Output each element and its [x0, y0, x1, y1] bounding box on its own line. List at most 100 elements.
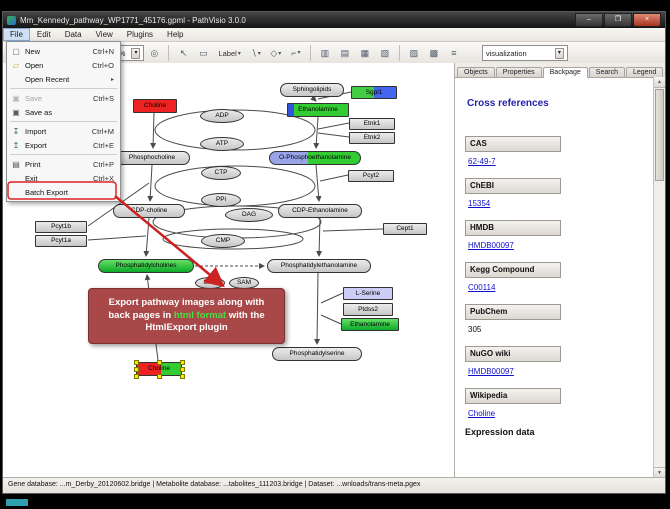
pathway-node-dag[interactable]: DAG — [225, 208, 273, 222]
menu-data[interactable]: Data — [64, 30, 82, 39]
selection-handle[interactable] — [134, 360, 139, 365]
chevron-down-icon: ▾ — [297, 50, 301, 57]
selection-handle[interactable] — [180, 367, 185, 372]
common-width-button[interactable]: ▨ — [405, 44, 423, 62]
minimize-button[interactable]: – — [575, 13, 603, 27]
pathway-node-choline[interactable]: Choline — [133, 99, 177, 113]
close-button[interactable]: × — [633, 13, 661, 27]
tab-search[interactable]: Search — [588, 67, 625, 77]
pathway-node-phosphatidylcholines[interactable]: Phosphatidylcholines — [98, 259, 194, 273]
pathway-node-choline[interactable]: Choline — [134, 360, 185, 379]
menu-edit[interactable]: Edit — [36, 30, 51, 39]
menu-item-label: Open — [25, 60, 44, 70]
selection-handle[interactable] — [134, 367, 139, 372]
xref-link-15354[interactable]: 15354 — [468, 199, 491, 208]
pathway-node-ptdss2[interactable]: Ptdss2 — [343, 303, 393, 316]
menu-item-batch-export[interactable]: Batch Export — [7, 185, 120, 199]
align-top-button[interactable]: ▧ — [376, 44, 394, 62]
visualization-select[interactable]: visualization ▾ — [481, 45, 568, 61]
menu-help[interactable]: Help — [167, 30, 184, 39]
pathway-node-ctp[interactable]: CTP — [201, 166, 241, 180]
label-tool[interactable]: Label▾ — [214, 44, 244, 62]
selection-handle[interactable] — [180, 360, 185, 365]
pathway-node-etnk2[interactable]: Etnk2 — [349, 132, 395, 144]
selection-handle[interactable] — [157, 360, 162, 365]
xref-link-62-49-7[interactable]: 62-49-7 — [468, 157, 496, 166]
chevron-down-icon[interactable]: ▾ — [554, 47, 564, 59]
chevron-down-icon: ▾ — [278, 50, 282, 57]
connector-tool[interactable]: ⌐▾ — [287, 44, 305, 62]
pathway-node-phosphatidylserine[interactable]: Phosphatidylserine — [272, 347, 362, 361]
menu-file[interactable]: File — [3, 28, 30, 41]
section-header: NuGO wiki — [465, 346, 561, 362]
stack-vertical-button[interactable]: ≡ — [445, 44, 463, 62]
zoom-to-fit-button[interactable]: ◎ — [145, 44, 163, 62]
pathway-node-pcyt2[interactable]: Pcyt2 — [348, 170, 394, 182]
align-center-horizontal-button[interactable]: ▥ — [316, 44, 334, 62]
selection-handle[interactable] — [180, 374, 185, 379]
scroll-down-icon[interactable]: ▼ — [654, 467, 665, 478]
section-header: Kegg Compound — [465, 262, 561, 278]
tab-objects[interactable]: Objects — [457, 67, 495, 77]
pathway-node-phosphatidylethanolamine[interactable]: Phosphatidylethanolamine — [267, 259, 371, 273]
pathway-node-cdp-ethanolamine[interactable]: CDP-Ethanolamine — [278, 204, 362, 218]
menu-item-save-as[interactable]: ▣Save as — [7, 105, 120, 119]
pathway-node-atp[interactable]: ATP — [200, 137, 244, 151]
xref-link-hmdb00097[interactable]: HMDB00097 — [468, 241, 514, 250]
line-tool[interactable]: ∖▾ — [247, 44, 265, 62]
tab-legend[interactable]: Legend — [625, 67, 664, 77]
pathway-node-sgpl1[interactable]: Sgpl1 — [351, 86, 397, 99]
menu-item-shortcut: Ctrl+X — [92, 173, 114, 183]
import-icon: ↧ — [12, 126, 20, 136]
tab-properties[interactable]: Properties — [495, 67, 542, 77]
tab-backpage[interactable]: Backpage — [542, 67, 588, 78]
pathway-node-phosphocholine[interactable]: Phosphocholine — [114, 151, 190, 165]
pathway-node-pcyt1a[interactable]: Pcyt1a — [35, 235, 87, 247]
menu-plugins[interactable]: Plugins — [126, 30, 154, 39]
pathway-node-etnk1[interactable]: Etnk1 — [349, 118, 395, 130]
chevron-down-icon[interactable]: ▾ — [131, 47, 141, 59]
selection-handle[interactable] — [157, 374, 162, 379]
shape-tool[interactable]: ◇▾ — [267, 44, 285, 62]
open-icon: ▱ — [12, 60, 20, 70]
maximize-button[interactable]: ❐ — [604, 13, 632, 27]
section-header: PubChem — [465, 304, 561, 320]
menu-item-label: Export — [25, 140, 47, 150]
selection-handle[interactable] — [134, 374, 139, 379]
pathway-node-adp[interactable]: ADP — [200, 109, 244, 123]
pathway-node-cdp-choline[interactable]: CDP-choline — [113, 204, 185, 218]
scrollbar-thumb[interactable] — [655, 89, 664, 181]
pathway-node-o-phosphoethanolamine[interactable]: O-Phosphoethanolamine — [269, 151, 361, 165]
scroll-up-icon[interactable]: ▲ — [654, 77, 665, 88]
pathway-node-cept1[interactable]: Cept1 — [383, 223, 427, 235]
datanode-tool[interactable]: ▭ — [194, 44, 212, 62]
menu-item-label: Save — [25, 93, 43, 103]
xref-link-choline[interactable]: Choline — [468, 409, 496, 418]
pathway-node-l-serine[interactable]: L-Serine — [343, 287, 393, 300]
menu-view[interactable]: View — [95, 30, 113, 39]
align-left-button[interactable]: ▦ — [356, 44, 374, 62]
xref-link-c00114[interactable]: C00114 — [468, 283, 496, 292]
pathway-node-ppi[interactable]: PPi — [201, 193, 241, 207]
sidebar-scrollbar[interactable]: ▲ ▼ — [653, 77, 665, 478]
menu-item-label: Exit — [25, 173, 38, 183]
align-center-horizontal-icon: ▥ — [320, 47, 330, 58]
pathway-node-cmp[interactable]: CMP — [201, 234, 245, 248]
menu-item-open-recent[interactable]: Open Recent▸ — [7, 72, 120, 86]
common-height-button[interactable]: ▩ — [425, 44, 443, 62]
menu-item-exit[interactable]: Exit Ctrl+X — [7, 171, 120, 185]
pathway-node-ethanolamine[interactable]: Ethanolamine — [287, 103, 349, 117]
select-tool[interactable]: ↖ — [174, 44, 192, 62]
pathway-node-ethanolamine[interactable]: Ethanolamine — [341, 318, 399, 331]
pathway-node-pcyt1b[interactable]: Pcyt1b — [35, 221, 87, 233]
xref-link-hmdb00097[interactable]: HMDB00097 — [468, 367, 514, 376]
align-center-vertical-button[interactable]: ▤ — [336, 44, 354, 62]
pathway-node-sphingolipids[interactable]: Sphingolipids — [280, 83, 344, 97]
